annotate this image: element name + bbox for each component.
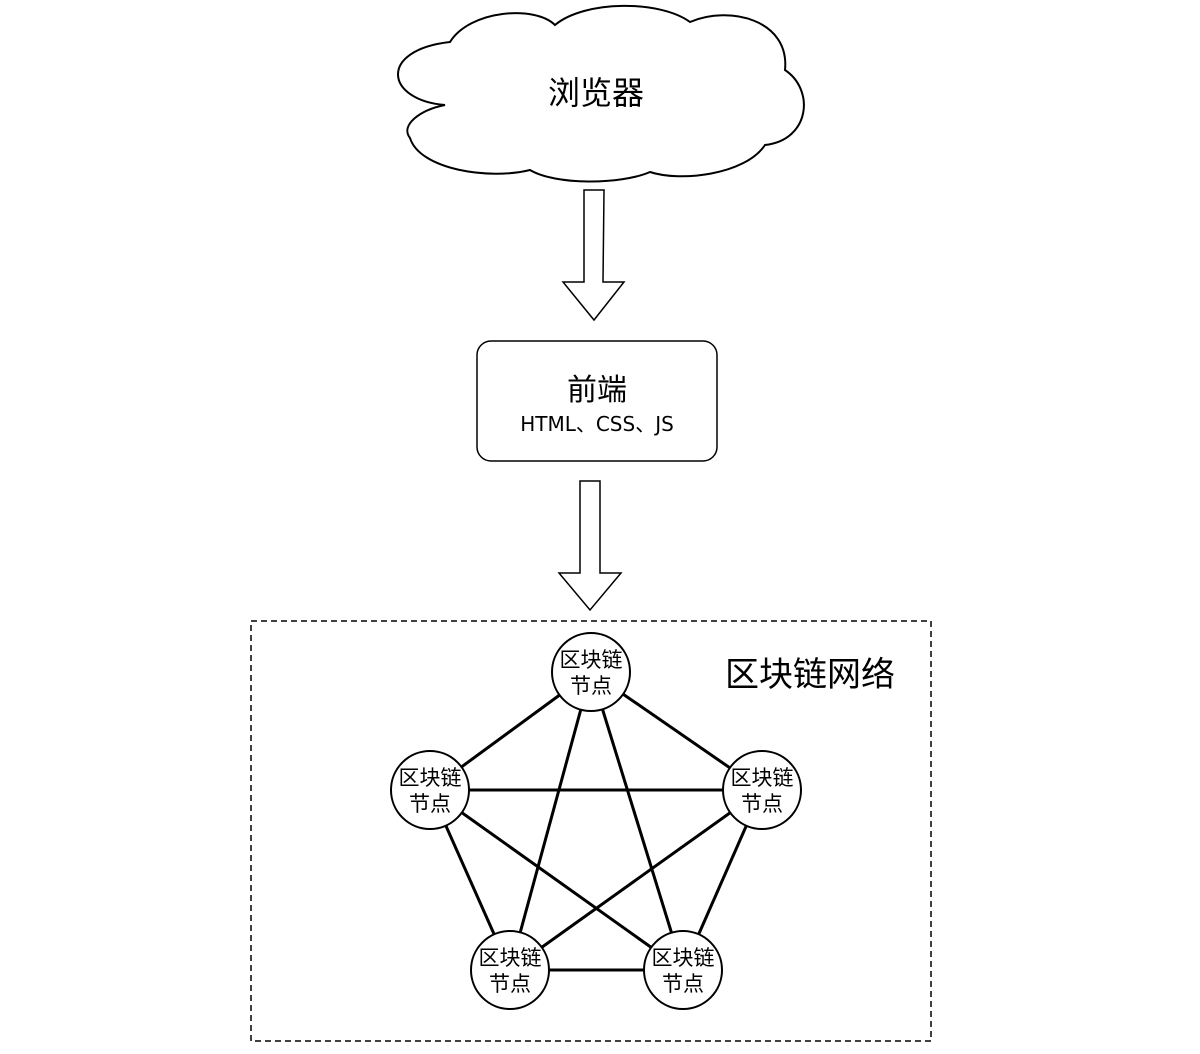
edge-right-bottom-left: [509, 788, 763, 972]
edge-top-bottom-right: [589, 671, 685, 971]
edge-top-bottom-left: [508, 671, 593, 971]
frontend-box-shape: [476, 340, 718, 462]
node-label-line1: 区块链: [479, 946, 542, 970]
network-node-left: 区块链 节点: [390, 750, 470, 830]
node-circle: [643, 930, 723, 1010]
node-label-line2: 节点: [489, 972, 531, 996]
frontend-box: 前端 HTML、CSS、JS: [476, 340, 718, 462]
arrow-frontend-to-network: [557, 480, 623, 612]
network-node-right: 区块链 节点: [722, 750, 802, 830]
network-node-top: 区块链 节点: [551, 632, 631, 712]
cloud-shape: [397, 4, 805, 183]
network-label: 区块链网络: [725, 655, 895, 695]
browser-cloud: 浏览器: [397, 4, 805, 183]
node-circle: [551, 632, 631, 712]
frontend-title: 前端: [567, 373, 627, 408]
browser-label: 浏览器: [548, 74, 644, 112]
node-circle: [722, 750, 802, 830]
node-label-line1: 区块链: [560, 648, 623, 672]
frontend-subtitle: HTML、CSS、JS: [520, 412, 674, 436]
node-label-line2: 节点: [741, 792, 783, 816]
node-label-line2: 节点: [570, 674, 612, 698]
network-node-bottom-left: 区块链 节点: [470, 930, 550, 1010]
node-circle: [390, 750, 470, 830]
node-label-line2: 节点: [662, 972, 704, 996]
network-edges: [428, 670, 764, 972]
edge-left-bottom-right: [429, 788, 684, 972]
node-label-line1: 区块链: [731, 766, 794, 790]
node-label-line1: 区块链: [652, 946, 715, 970]
network-container: [250, 620, 932, 1042]
node-label-line2: 节点: [409, 792, 451, 816]
network-node-bottom-right: 区块链 节点: [643, 930, 723, 1010]
node-circle: [470, 930, 550, 1010]
node-label-line1: 区块链: [399, 766, 462, 790]
arrow-browser-to-frontend: [561, 189, 626, 322]
